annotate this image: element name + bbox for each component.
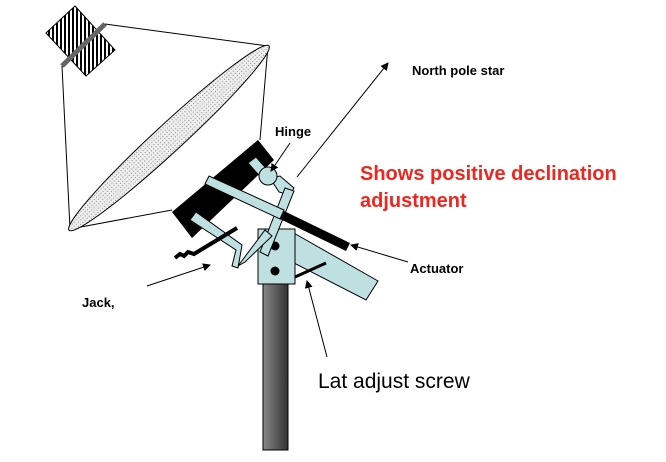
jack-arrow: [146, 263, 211, 287]
lat-adjust-screw: [294, 261, 327, 279]
lat-adjust-screw-label: Lat adjust screw: [318, 370, 470, 393]
jack-label: Jack,: [82, 295, 115, 310]
hinge-label: Hinge: [275, 124, 312, 139]
lat-screw-arrow: [304, 280, 328, 358]
jack: [173, 226, 239, 260]
hinge-arrow: [270, 142, 291, 172]
actuator-arrow: [350, 243, 409, 263]
actuator-label: Actuator: [410, 261, 464, 276]
actuator-rod: [280, 210, 350, 252]
feed-struts: [61, 23, 269, 230]
declination-note-line2: adjustment: [360, 190, 467, 212]
feed-horn: [45, 5, 116, 77]
feed-support: [60, 22, 107, 68]
pole: [262, 283, 289, 451]
declination-note-line1: Shows positive declination: [360, 163, 617, 185]
north-pole-star-label: North pole star: [412, 63, 505, 78]
north-pole-arrow: [296, 62, 389, 178]
dish-reflector: [68, 44, 270, 232]
hinge-joint: [258, 166, 278, 186]
bolt: [270, 266, 280, 276]
